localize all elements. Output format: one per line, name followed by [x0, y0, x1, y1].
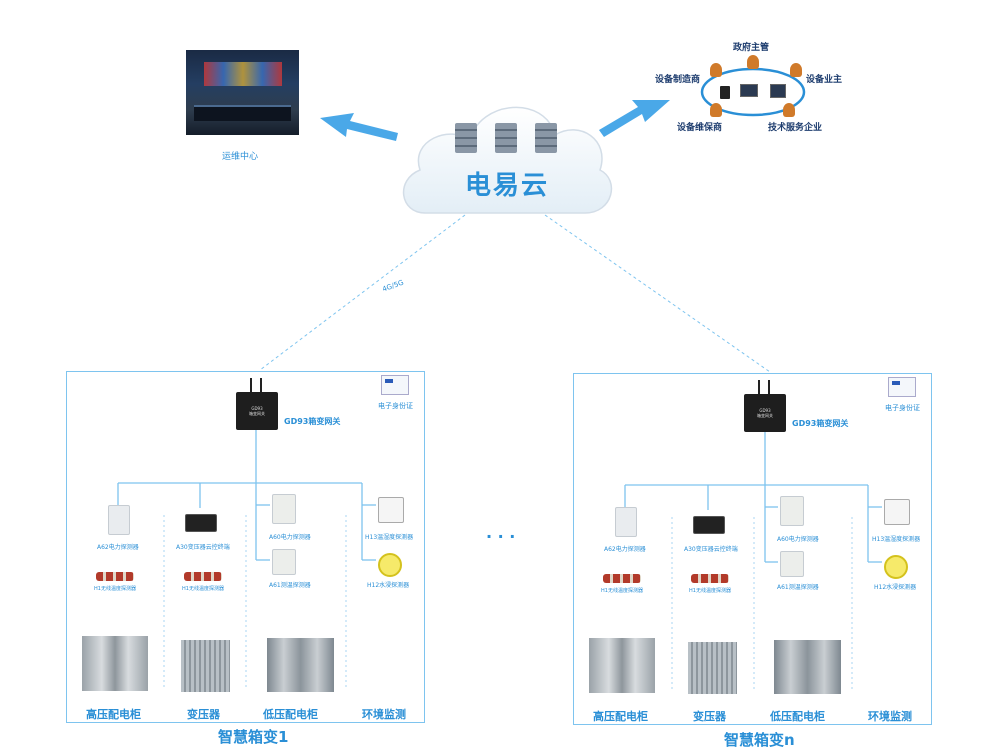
section-transformer: 变压器 — [693, 710, 726, 723]
h13-device — [378, 497, 404, 523]
a62-label: A62电力探测器 — [604, 546, 646, 553]
hv-cabinet-photo — [589, 638, 655, 693]
ops-center-photo — [186, 50, 299, 135]
stakeholder-government: 政府主管 — [733, 43, 770, 53]
section-environment: 环境监测 — [362, 708, 406, 721]
wireless-sensors — [603, 574, 641, 583]
a61-label: A61测温探测器 — [777, 584, 819, 591]
person-icon — [747, 55, 759, 69]
console-desk — [194, 105, 291, 121]
a61-device — [272, 549, 296, 575]
a60-label: A60电力探测器 — [269, 534, 311, 541]
gateway-plate: GD93 箱变网关 — [249, 406, 265, 416]
station-title: 智慧箱变1 — [218, 728, 289, 746]
a60-device — [272, 494, 296, 524]
wireless-label: H1无线温度探测器 — [601, 588, 643, 594]
uplink-station-n — [544, 214, 771, 373]
id-card-chip — [385, 379, 393, 383]
hv-cabinet-photo — [82, 636, 148, 691]
stakeholder-manufacturer: 设备制造商 — [655, 75, 701, 85]
a30-device — [693, 516, 725, 534]
wireless-label: H1无线温度探测器 — [689, 588, 731, 594]
wireless-label: H1无线温度探测器 — [94, 586, 136, 592]
antenna — [250, 378, 252, 392]
lv-cabinet-photo — [774, 640, 841, 694]
gateway-label: GD93箱变网关 — [284, 417, 341, 426]
gateway-label: GD93箱变网关 — [792, 419, 849, 428]
ops-center-label: 运维中心 — [222, 152, 259, 162]
person-icon — [710, 103, 722, 117]
section-hv-cabinet: 高压配电柜 — [86, 708, 141, 721]
cloud-shape — [403, 106, 613, 214]
h12-device — [884, 555, 908, 579]
station-panel — [573, 373, 932, 725]
server-icon — [535, 123, 557, 153]
id-card-icon — [888, 377, 916, 397]
person-icon — [790, 63, 802, 77]
arrow-to-ops-center — [320, 113, 398, 141]
a30-device — [185, 514, 217, 532]
antenna — [768, 380, 770, 394]
h12-device — [378, 553, 402, 577]
station-title: 智慧箱变n — [724, 731, 795, 749]
h13-label: H13温湿度探测器 — [872, 536, 921, 543]
h12-label: H12水浸探测器 — [874, 584, 917, 591]
h12-label: H12水浸探测器 — [367, 582, 410, 589]
section-lv-cabinet: 低压配电柜 — [770, 710, 825, 723]
a30-label: A30变压器云控终端 — [684, 546, 738, 553]
person-icon — [783, 103, 795, 117]
lv-cabinet-photo — [267, 638, 334, 692]
wireless-sensors — [96, 572, 134, 581]
id-card-label: 电子身份证 — [885, 404, 920, 412]
transformer-photo — [181, 640, 230, 692]
a30-label: A30变压器云控终端 — [176, 544, 230, 551]
id-card-label: 电子身份证 — [378, 402, 413, 410]
server-icon — [455, 123, 477, 153]
a62-device — [615, 507, 637, 537]
a61-label: A61测温探测器 — [269, 582, 311, 589]
ellipsis: · · · — [486, 527, 516, 546]
cloud-title: 电易云 — [465, 171, 550, 201]
uplink-station-1 — [259, 214, 466, 371]
gateway-device: GD93 箱变网关 — [236, 378, 278, 430]
a62-label: A62电力探测器 — [97, 544, 139, 551]
antenna — [260, 378, 262, 392]
section-environment: 环境监测 — [868, 710, 912, 723]
stakeholder-maintainer: 设备维保商 — [677, 123, 723, 133]
cloud: 电易云 — [395, 85, 617, 220]
stakeholder-owner: 设备业主 — [806, 75, 843, 85]
id-card-chip — [892, 381, 900, 385]
tablet-icon — [720, 86, 730, 99]
section-hv-cabinet: 高压配电柜 — [593, 710, 648, 723]
person-icon — [710, 63, 722, 77]
station-panel — [66, 371, 425, 723]
wireless-sensors — [691, 574, 729, 583]
wireless-label: H1无线温度探测器 — [182, 586, 224, 592]
tablet-icon — [770, 84, 786, 98]
stakeholder-ring — [700, 67, 806, 117]
stakeholder-tech-service: 技术服务企业 — [768, 123, 823, 133]
a60-device — [780, 496, 804, 526]
laptop-icon — [740, 84, 758, 97]
id-card-icon — [381, 375, 409, 395]
gateway-device: GD93 箱变网关 — [744, 380, 786, 432]
arrow-to-stakeholders — [599, 100, 670, 137]
section-transformer: 变压器 — [187, 708, 220, 721]
a61-device — [780, 551, 804, 577]
video-wall — [204, 62, 282, 86]
section-lv-cabinet: 低压配电柜 — [263, 708, 318, 721]
gateway-plate: GD93 箱变网关 — [757, 408, 773, 418]
transformer-photo — [688, 642, 737, 694]
a60-label: A60电力探测器 — [777, 536, 819, 543]
antenna — [758, 380, 760, 394]
h13-device — [884, 499, 910, 525]
h13-label: H13温湿度探测器 — [365, 534, 414, 541]
wireless-sensors — [184, 572, 222, 581]
a62-device — [108, 505, 130, 535]
server-icon — [495, 123, 517, 153]
